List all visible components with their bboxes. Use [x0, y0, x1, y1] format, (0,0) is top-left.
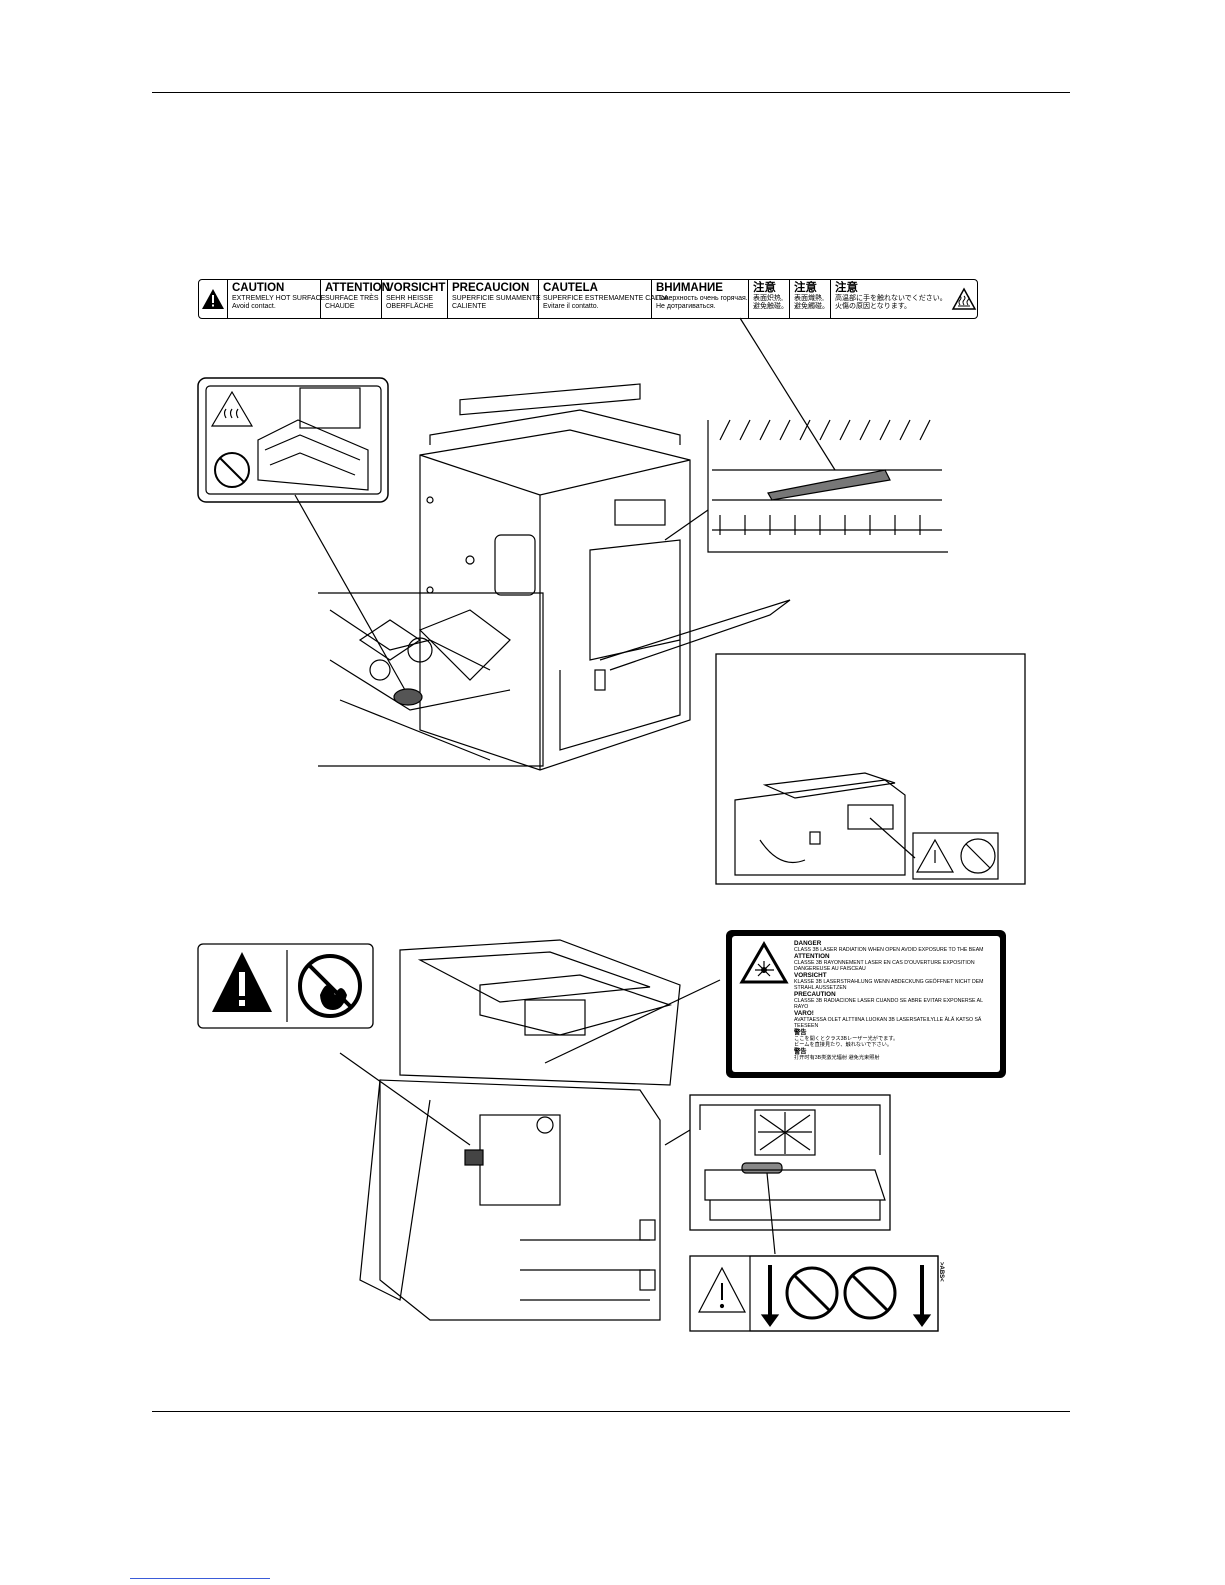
caution-segment: CAUTION EXTREMELY HOT SURFACE Avoid cont…	[226, 280, 325, 318]
footer-rule	[152, 1411, 1070, 1412]
header-rule	[152, 92, 1070, 93]
abs-side-label: >ABS<	[938, 1262, 944, 1282]
caution-hot-surface-label: CAUTION EXTREMELY HOT SURFACE Avoid cont…	[198, 279, 978, 319]
caution-segment: 注意 表面炽热, 避免触碰。	[747, 280, 789, 318]
caution-segment: ATTENTION SURFACE TRÈS CHAUDE	[319, 280, 390, 318]
warning-triangle-icon	[199, 280, 227, 318]
caution-segment: 注意 表面熾熱, 避免觸碰。	[788, 280, 830, 318]
caution-segment: ВНИМАНИЕ Поверхность очень горячая. Не д…	[650, 280, 748, 318]
caution-segment: CAUTELA SUPERFICE ESTREMAMENTE CALDA Evi…	[537, 280, 669, 318]
laser-danger-label: DANGER CLASS 3B LASER RADIATION WHEN OPE…	[726, 930, 1006, 1078]
footer-link-underline[interactable]	[130, 1578, 270, 1579]
caution-segment: VORSICHT SEHR HEISSE OBERFLÄCHE	[380, 280, 447, 318]
caution-segment: PRECAUCION SUPERFICIE SUMAMENTE CALIENTE	[446, 280, 541, 318]
hot-surface-icon	[951, 280, 977, 318]
laser-warning-icon	[739, 941, 789, 984]
caution-segment: 注意 高温部に手を触れないでください。 火傷の原因となります。	[829, 280, 951, 318]
